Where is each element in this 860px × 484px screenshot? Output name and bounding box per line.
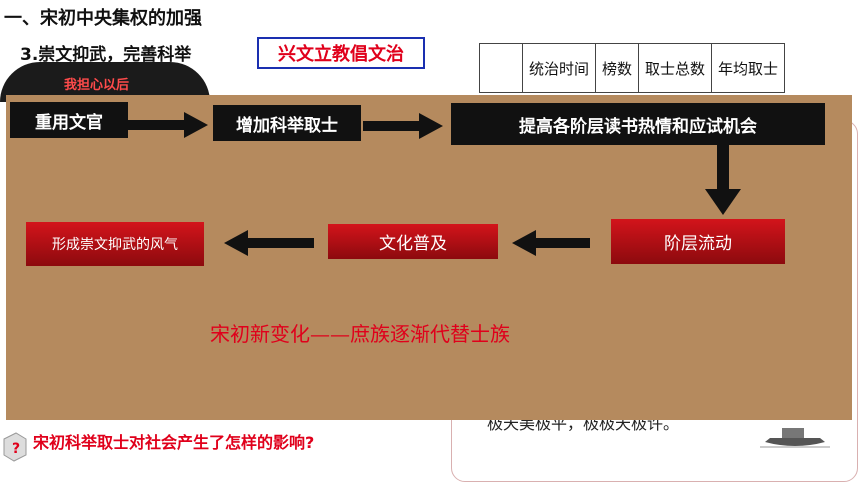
table-header-cell: 统治时间 xyxy=(521,43,597,93)
flow-box-exams: 增加科举取士 xyxy=(213,105,361,141)
arrow-left-icon xyxy=(512,230,590,256)
boat-painting-icon xyxy=(760,428,830,448)
arrow-right-icon xyxy=(363,113,443,139)
table-header-row: 统治时间 榜数 取士总数 年均取士 xyxy=(479,43,786,93)
arrow-left-icon xyxy=(224,230,314,256)
table-header-cell: 取士总数 xyxy=(638,43,713,93)
speech-bubble-text: 我担心以后 xyxy=(64,78,130,93)
keju-table: 统治时间 榜数 取士总数 年均取士 xyxy=(479,43,786,93)
svg-text:?: ? xyxy=(12,441,20,457)
flow-box-officials: 重用文官 xyxy=(10,102,128,138)
flow-box-atmosphere: 形成崇文抑武的风气 xyxy=(26,222,204,266)
flow-box-mobility: 阶层流动 xyxy=(611,219,785,264)
arrow-down-icon xyxy=(705,145,741,215)
table-header-cell: 年均取士 xyxy=(711,43,786,93)
discussion-question: 宋初科举取士对社会产生了怎样的影响? xyxy=(33,433,315,452)
flow-box-culture: 文化普及 xyxy=(328,224,498,259)
section-title: 一、宋初中央集权的加强 xyxy=(4,8,202,29)
slogan-box: 兴文立教倡文治 xyxy=(257,37,425,69)
question-cube-icon: ? xyxy=(3,432,27,462)
table-header-cell: 榜数 xyxy=(595,43,640,93)
arrow-right-icon xyxy=(128,112,208,138)
subsection-title: 3.崇文抑武，完善科举 xyxy=(20,45,192,65)
new-change-note: 宋初新变化——庶族逐渐代替士族 xyxy=(210,322,510,346)
table-header-cell xyxy=(479,43,523,93)
flow-box-enthusiasm: 提高各阶层读书热情和应试机会 xyxy=(451,103,825,145)
